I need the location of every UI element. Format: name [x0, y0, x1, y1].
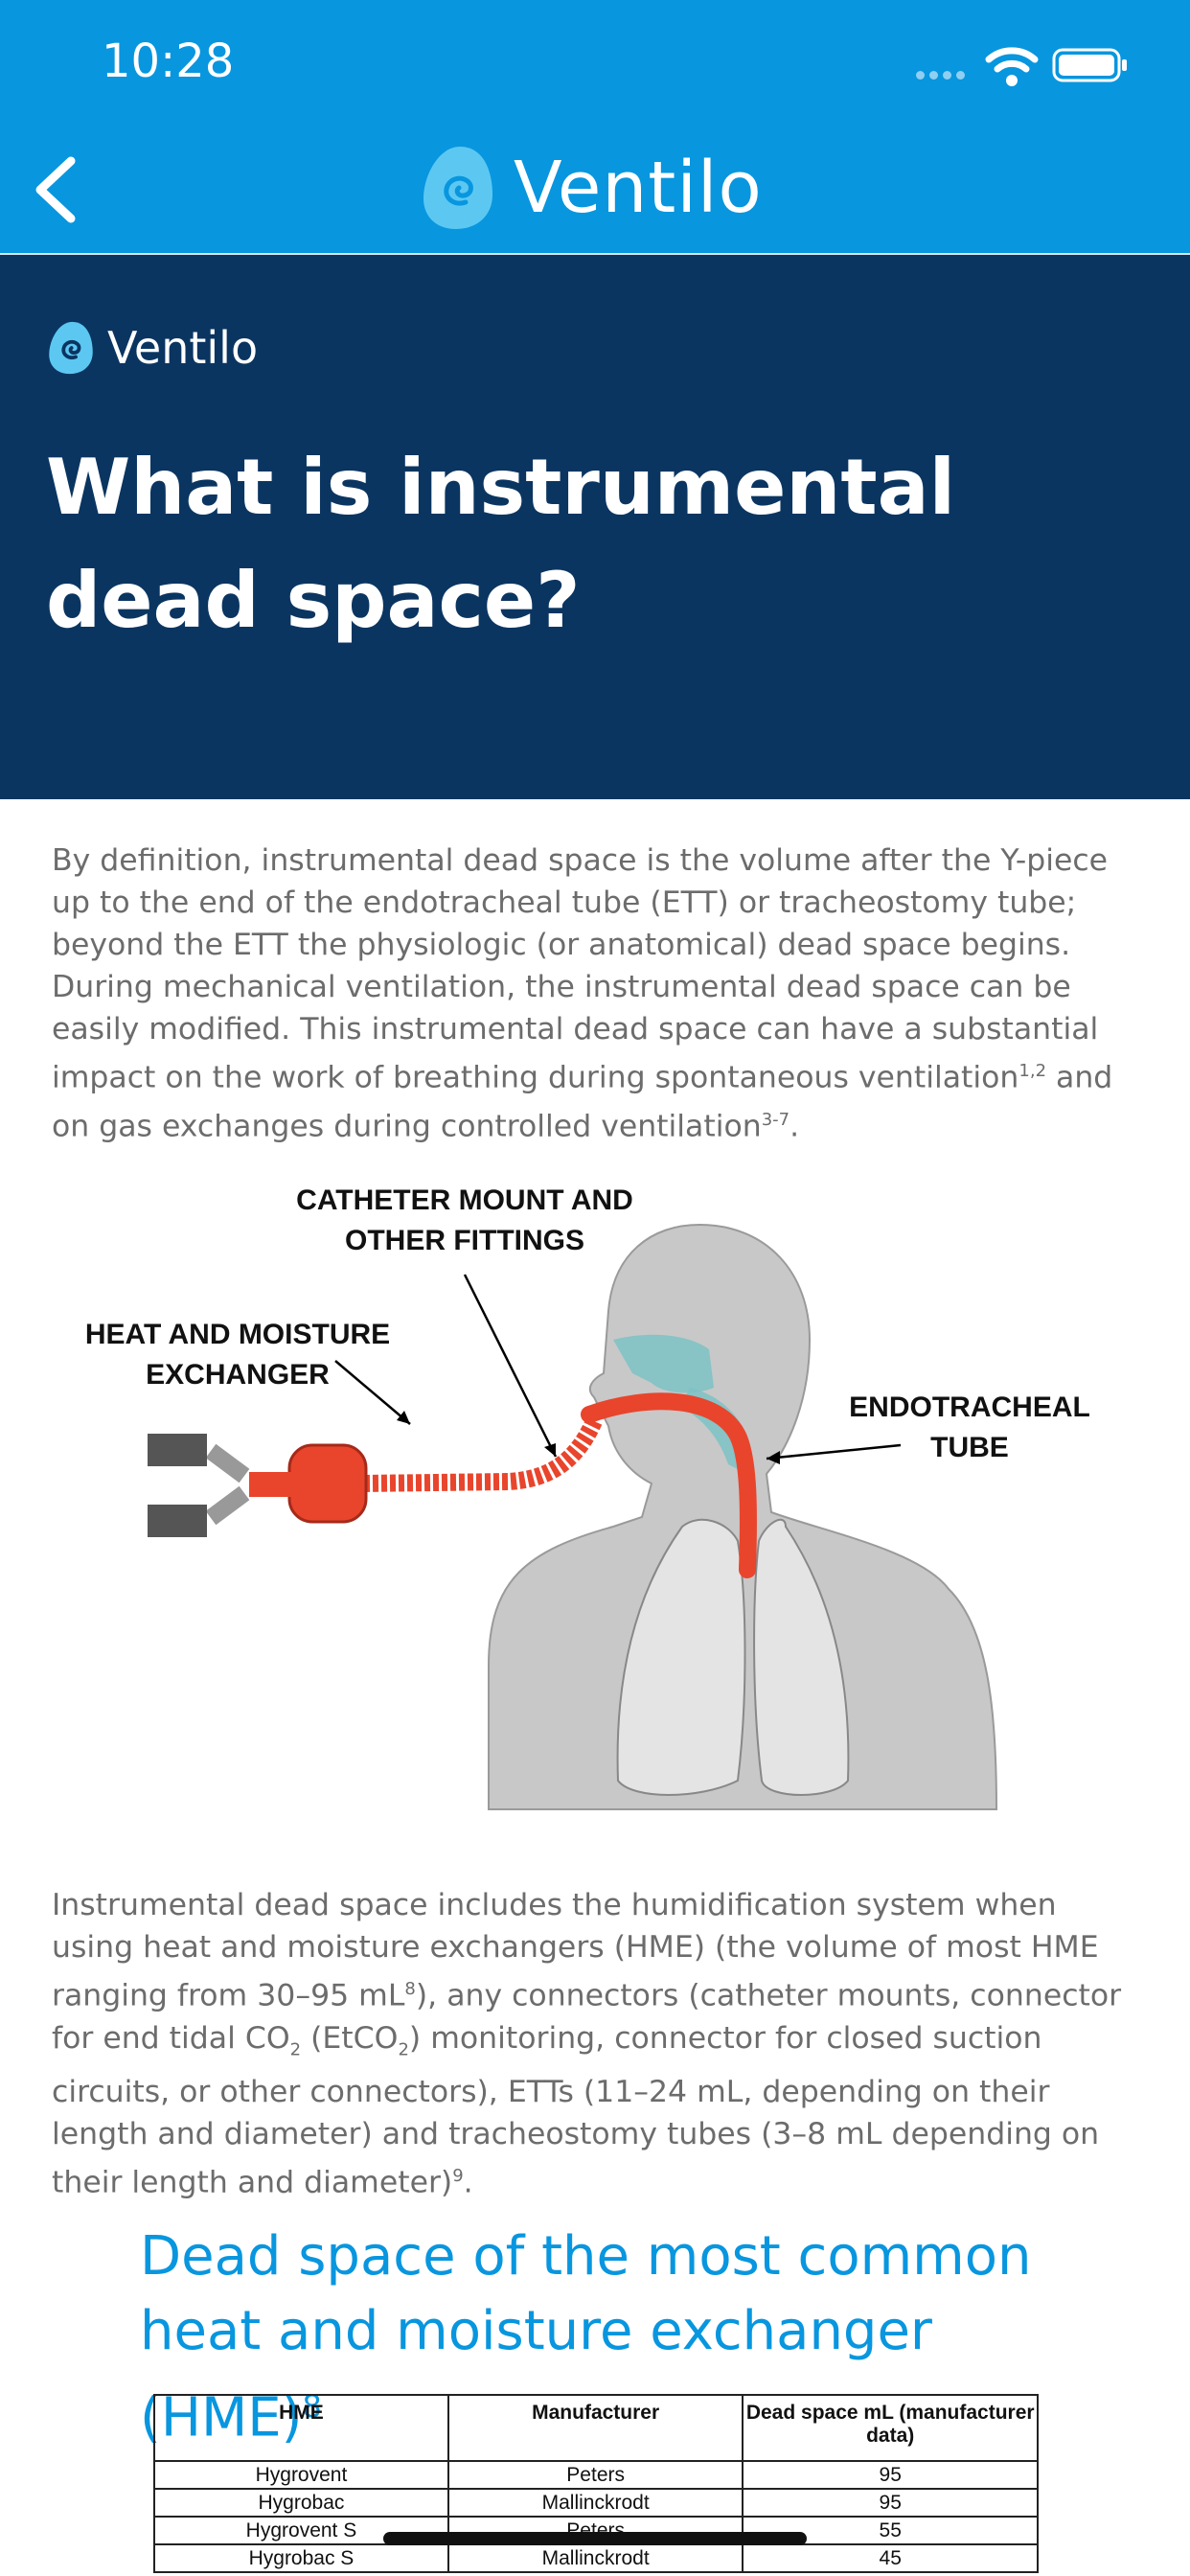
catheter-mount-shape	[363, 1417, 603, 1492]
hme-paragraph: Instrumental dead space includes the hum…	[52, 1884, 1144, 2203]
circuit-tube-shape	[148, 1505, 207, 1537]
label-ett: ENDOTRACHEAL	[849, 1392, 1090, 1423]
table-cell: Hygrobac	[153, 2488, 449, 2518]
ventilo-logo-icon	[49, 321, 93, 375]
ventilo-logo-icon	[423, 147, 492, 229]
article-title: What is instrumental dead space?	[46, 443, 956, 645]
period: .	[790, 1109, 800, 1143]
reference-superscript: 8	[404, 1979, 416, 1999]
intro-paragraph: By definition, instrumental dead space i…	[52, 840, 1144, 1147]
arrowhead	[397, 1411, 410, 1424]
arrowhead	[767, 1451, 780, 1464]
table-cell: Hygrovent	[153, 2460, 449, 2490]
table-cell: 55	[742, 2516, 1039, 2545]
reference-superscript: 1,2	[1018, 1061, 1047, 1081]
table-row: Hygrobac Mallinckrodt 95	[153, 2488, 1039, 2518]
column-header: Dead space mL (manufacturer data)	[742, 2394, 1039, 2462]
wifi-icon	[985, 47, 1039, 86]
arrow-line	[463, 1274, 558, 1458]
reference-superscript: 3-7	[761, 1109, 790, 1130]
paragraph-text: (EtCO	[301, 2020, 399, 2056]
dead-space-illustration: CATHETER MOUNT AND OTHER FITTINGS HEAT A…	[85, 1184, 1090, 1810]
label-ett: TUBE	[930, 1432, 1009, 1463]
label-hme: HEAT AND MOISTURE	[85, 1319, 390, 1350]
label-hme: EXCHANGER	[146, 1359, 330, 1391]
label-catheter-mount: OTHER FITTINGS	[345, 1225, 584, 1256]
table-cell: Mallinckrodt	[446, 2488, 744, 2518]
y-piece-shape	[205, 1443, 250, 1526]
table-row: Hygrovent Peters 95	[153, 2460, 1039, 2490]
table-cell: Peters	[446, 2460, 744, 2490]
period: .	[463, 2165, 473, 2200]
status-time: 10:28	[102, 34, 235, 88]
back-button[interactable]	[29, 153, 82, 226]
battery-icon	[1052, 48, 1127, 82]
table-cell: 95	[742, 2488, 1039, 2518]
intro-text-cont: and on gas exchanges during controlled v…	[52, 1060, 1113, 1144]
paragraph-text: Instrumental dead space includes the hum…	[52, 1888, 1099, 2013]
arrowhead	[544, 1443, 556, 1457]
app-logo: Ventilo	[422, 142, 763, 234]
intro-text: By definition, instrumental dead space i…	[52, 843, 1109, 1095]
subscript: 2	[398, 2038, 409, 2059]
table-cell: Hygrobac S	[153, 2543, 449, 2573]
column-header: HME	[153, 2394, 449, 2462]
left-lung-shape	[616, 1518, 746, 1796]
column-header: Manufacturer	[446, 2394, 744, 2462]
table-cell: 45	[742, 2543, 1039, 2573]
hme-connector-shape	[249, 1472, 291, 1497]
paragraph-text: ) monitoring, connector for closed sucti…	[52, 2020, 1100, 2200]
cellular-signal-icon	[916, 71, 965, 80]
arrow-line	[334, 1360, 411, 1425]
banner-brand-name: Ventilo	[107, 322, 259, 374]
top-navigation-bar: 10:28 Ventilo	[0, 0, 1190, 253]
airway-shape	[613, 1334, 714, 1393]
subscript: 2	[289, 2038, 302, 2059]
endotracheal-tube-shape	[581, 1392, 757, 1578]
hme-dead-space-table: HME Manufacturer Dead space mL (manufact…	[153, 2394, 1039, 2573]
right-lung-shape	[753, 1518, 850, 1796]
arrow-line	[766, 1443, 902, 1460]
paragraph-text: ), any connectors (catheter mounts, conn…	[52, 1978, 1122, 2056]
nav-divider	[0, 253, 1190, 255]
reference-superscript: 9	[452, 2165, 464, 2186]
table-cell: Mallinckrodt	[446, 2543, 744, 2573]
table-header-row: HME Manufacturer Dead space mL (manufact…	[153, 2394, 1039, 2462]
table-cell: 95	[742, 2460, 1039, 2490]
hme-body-shape	[287, 1443, 368, 1524]
label-catheter-mount: CATHETER MOUNT AND	[296, 1184, 633, 1216]
table-row: Hygrobac S Mallinckrodt 45	[153, 2543, 1039, 2573]
article-banner	[0, 255, 1190, 799]
circuit-tube-shape	[148, 1434, 207, 1466]
nav-brand-name: Ventilo	[514, 147, 763, 229]
banner-logo: Ventilo	[48, 320, 258, 376]
home-indicator[interactable]	[383, 2532, 807, 2545]
